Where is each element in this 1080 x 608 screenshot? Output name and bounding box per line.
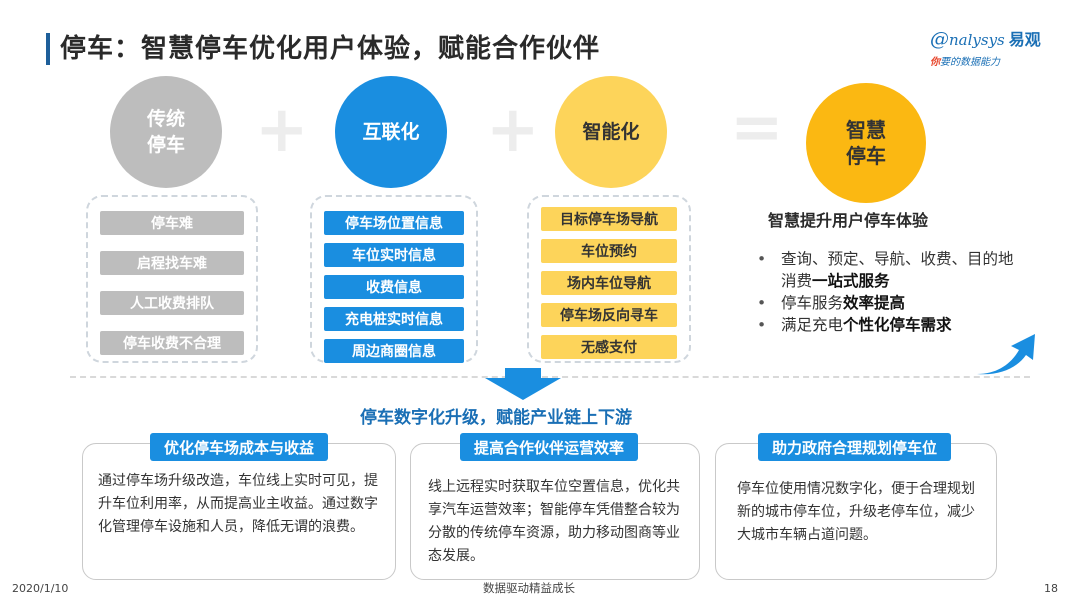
circle-smart-parking: 智慧 停车 — [806, 83, 926, 203]
issue-tag: 启程找车难 — [100, 251, 244, 275]
result-item-emphasis: 一站式服务 — [812, 272, 890, 290]
benefit-text: 停车位使用情况数字化，便于合理规划新的城市停车位，升级老停车位，减少大城市车辆占… — [737, 481, 975, 543]
smart-tag: 目标停车场导航 — [541, 207, 677, 231]
result-item-text: 满足充电 — [781, 316, 844, 334]
result-list: 查询、预定、导航、收费、目的地消费一站式服务 停车服务效率提高 满足充电个性化停… — [757, 248, 1027, 336]
internet-tag: 周边商圈信息 — [324, 339, 464, 363]
internet-tag: 停车场位置信息 — [324, 211, 464, 235]
circle-intelligent: 智能化 — [555, 76, 667, 188]
benefit-card — [82, 443, 396, 580]
logo-brand-text: nalysys — [949, 31, 1005, 49]
logo-slogan-lead: 你 — [930, 57, 940, 68]
traditional-issues-panel: 停车难 启程找车难 人工收费排队 停车收费不合理 — [86, 195, 258, 363]
logo-brand-cn: 易观 — [1008, 30, 1041, 49]
footer-slogan: 数据驱动精益成长 — [483, 581, 575, 595]
smart-items-panel: 目标停车场导航 车位预约 场内车位导航 停车场反向寻车 无感支付 — [527, 195, 691, 363]
benefit-title: 优化停车场成本与收益 — [150, 433, 329, 461]
plus-operator: + — [486, 93, 540, 167]
section-divider — [70, 376, 1030, 378]
issue-tag: 停车收费不合理 — [100, 331, 244, 355]
digital-upgrade-title: 停车数字化升级，赋能产业链上下游 — [360, 408, 632, 428]
internet-tag: 收费信息 — [324, 275, 464, 299]
result-item: 停车服务效率提高 — [757, 292, 1027, 314]
internet-tag: 充电桩实时信息 — [324, 307, 464, 331]
plus-operator: + — [255, 93, 309, 167]
benefit-title: 提高合作伙伴运营效率 — [460, 433, 639, 461]
upward-arrow-icon — [977, 334, 1035, 375]
benefit-card — [715, 443, 997, 580]
internet-tag: 车位实时信息 — [324, 243, 464, 267]
benefit-text: 通过停车场升级改造，车位线上实时可见，提升车位利用率，从而提高业主收益。通过数字… — [98, 473, 378, 535]
result-item-emphasis: 效率提高 — [843, 294, 906, 312]
result-item: 满足充电个性化停车需求 — [757, 314, 1027, 336]
result-item-text: 查询、预定、导航、收费、目的地消费 — [781, 250, 1014, 290]
circle-internet: 互联化 — [335, 76, 447, 188]
smart-tag: 无感支付 — [541, 335, 677, 359]
result-item: 查询、预定、导航、收费、目的地消费一站式服务 — [757, 248, 1027, 292]
result-item-text: 停车服务 — [781, 294, 844, 312]
issue-tag: 人工收费排队 — [100, 291, 244, 315]
page-number: 18 — [1044, 582, 1058, 595]
logo-slogan: 你要的数据能力 — [930, 53, 1060, 68]
circle-traditional-parking: 传统 停车 — [110, 76, 222, 188]
smart-tag: 车位预约 — [541, 239, 677, 263]
benefit-text: 线上远程实时获取车位空置信息，优化共享汽车运营效率；智能停车凭借整合较为分散的传… — [428, 479, 680, 564]
result-title: 智慧提升用户停车体验 — [768, 211, 929, 230]
smart-tag: 场内车位导航 — [541, 271, 677, 295]
smart-tag: 停车场反向寻车 — [541, 303, 677, 327]
result-item-emphasis: 个性化停车需求 — [843, 316, 952, 334]
down-arrow-icon — [485, 368, 561, 400]
page-title: 停车：智慧停车优化用户体验，赋能合作伙伴 — [60, 34, 601, 64]
equals-operator: = — [730, 91, 784, 165]
logo-slogan-rest: 要的数据能力 — [940, 57, 1000, 68]
footer-date: 2020/1/10 — [12, 582, 69, 595]
benefit-title: 助力政府合理规划停车位 — [758, 433, 952, 461]
internet-items-panel: 停车场位置信息 车位实时信息 收费信息 充电桩实时信息 周边商圈信息 — [310, 195, 478, 363]
title-accent-bar — [46, 33, 50, 65]
benefit-card — [410, 443, 700, 580]
issue-tag: 停车难 — [100, 211, 244, 235]
